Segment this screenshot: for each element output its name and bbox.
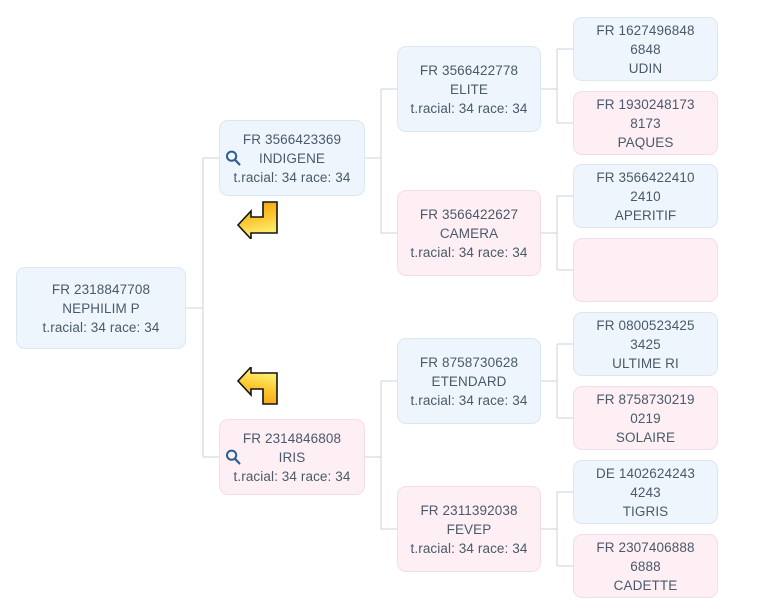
node-id-overflow: 6888 xyxy=(630,558,661,574)
node-name: APERITIF xyxy=(614,207,677,223)
node-id-overflow: 3425 xyxy=(630,336,661,352)
node-id-overflow: 6848 xyxy=(630,41,661,57)
node-id-overflow: 4243 xyxy=(630,484,661,500)
node-name: SOLAIRE xyxy=(615,429,676,445)
pedigree-node-dam-dam[interactable]: FR 2311392038 FEVEP t.racial: 34 race: 3… xyxy=(397,486,541,572)
arrow-marker-dam[interactable] xyxy=(236,364,280,407)
node-id: FR 3566423369 xyxy=(242,131,342,147)
pedigree-node-root[interactable]: FR 2318847708 NEPHILIM P t.racial: 34 ra… xyxy=(16,267,186,349)
pedigree-node-sire-dam[interactable]: FR 3566422627 CAMERA t.racial: 34 race: … xyxy=(397,190,541,276)
node-name: TIGRIS xyxy=(622,503,669,519)
pedigree-node-g4-2[interactable]: FR 1930248173 8173 PAQUES xyxy=(573,91,718,155)
node-id: FR 2314846808 xyxy=(242,430,342,446)
node-name: ETENDARD xyxy=(431,373,507,389)
node-meta: t.racial: 34 race: 34 xyxy=(233,468,351,484)
node-meta: t.racial: 34 race: 34 xyxy=(410,392,528,408)
node-id: FR 3566422778 xyxy=(419,62,519,78)
pedigree-node-sire[interactable]: FR 3566423369 INDIGENE t.racial: 34 race… xyxy=(219,120,365,196)
search-icon[interactable] xyxy=(224,149,242,167)
pedigree-node-sire-sire[interactable]: FR 3566422778 ELITE t.racial: 34 race: 3… xyxy=(397,46,541,132)
node-meta: t.racial: 34 race: 34 xyxy=(42,319,160,335)
node-id: FR 2307406888 xyxy=(596,539,695,555)
pedigree-node-g4-1[interactable]: FR 1627496848 6848 UDIN xyxy=(573,17,718,81)
node-id: FR 2311392038 xyxy=(420,502,518,518)
pedigree-node-g4-5[interactable]: FR 0800523425 3425 ULTIME RI xyxy=(573,312,718,376)
node-id: FR 3566422410 xyxy=(596,169,695,185)
node-id: FR 1627496848 xyxy=(596,22,695,38)
node-id-overflow: 0219 xyxy=(630,410,661,426)
pedigree-node-g4-6[interactable]: FR 8758730219 0219 SOLAIRE xyxy=(573,386,718,450)
node-id-overflow: 2410 xyxy=(630,188,661,204)
search-icon[interactable] xyxy=(224,448,242,466)
node-id: FR 8758730628 xyxy=(419,354,519,370)
pedigree-node-g4-7[interactable]: DE 1402624243 4243 TIGRIS xyxy=(573,460,718,524)
node-name: ELITE xyxy=(449,81,488,97)
node-meta: t.racial: 34 race: 34 xyxy=(410,100,528,116)
node-name: ULTIME RI xyxy=(612,355,679,371)
node-name: CAMERA xyxy=(439,225,499,241)
pedigree-node-dam[interactable]: FR 2314846808 IRIS t.racial: 34 race: 34 xyxy=(219,419,365,495)
node-id: FR 0800523425 xyxy=(596,317,695,333)
arrow-marker-sire[interactable] xyxy=(236,199,280,242)
node-name: CADETTE xyxy=(613,577,678,593)
node-id: FR 2318847708 xyxy=(51,281,151,297)
node-id: FR 8758730219 xyxy=(596,391,695,407)
node-meta: t.racial: 34 race: 34 xyxy=(233,169,351,185)
node-name: NEPHILIM P xyxy=(62,300,140,316)
node-name: PAQUES xyxy=(617,134,674,150)
node-id: FR 3566422627 xyxy=(419,206,519,222)
node-name: IRIS xyxy=(278,449,306,465)
pedigree-node-g4-3[interactable]: FR 3566422410 2410 APERITIF xyxy=(573,164,718,228)
pedigree-node-dam-sire[interactable]: FR 8758730628 ETENDARD t.racial: 34 race… xyxy=(397,338,541,424)
node-name: INDIGENE xyxy=(258,150,326,166)
node-name: UDIN xyxy=(628,60,663,76)
node-id: FR 1930248173 xyxy=(596,96,695,112)
node-id-overflow: 8173 xyxy=(630,115,661,131)
pedigree-node-g4-4[interactable] xyxy=(573,238,718,302)
node-meta: t.racial: 34 race: 34 xyxy=(410,540,528,556)
node-name: FEVEP xyxy=(446,521,492,537)
pedigree-node-g4-8[interactable]: FR 2307406888 6888 CADETTE xyxy=(573,534,718,598)
node-meta: t.racial: 34 race: 34 xyxy=(410,244,528,260)
node-id: DE 1402624243 xyxy=(596,465,695,481)
